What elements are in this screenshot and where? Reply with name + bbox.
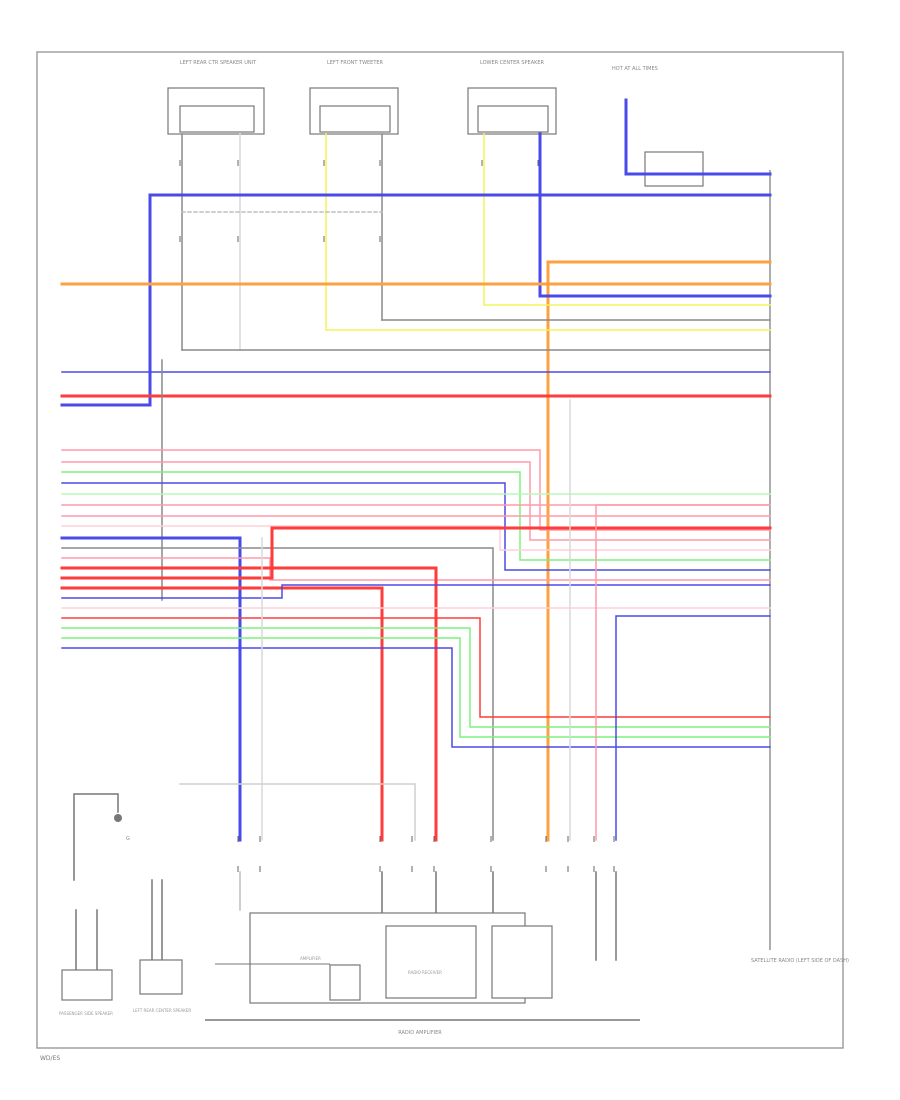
amplifier-label: AMPLIFIER — [300, 956, 321, 961]
fuse-block: HOT AT ALL TIMES — [612, 66, 704, 187]
top-left-speaker: LEFT REAR CTR SPEAKER UNIT — [167, 60, 265, 135]
radio-receiver-box: RADIO RECEIVER — [249, 912, 553, 1004]
page-id: WD/ES — [40, 1055, 60, 1062]
right-connector-label: SATELLITE RADIO (LEFT SIDE OF DASH) — [751, 958, 849, 964]
top-mid-speaker: LEFT FRONT TWEETER — [309, 60, 399, 135]
connector-pins — [179, 160, 615, 872]
bottom-left-speaker-label: PASSENGER SIDE SPEAKER — [59, 1011, 113, 1016]
horizontal-wires — [60, 193, 772, 842]
amplifier-block: AMPLIFIER RADIO AMPLIFIER — [205, 956, 640, 1036]
top-right-speaker-label: LOWER CENTER SPEAKER — [480, 60, 545, 66]
speaker-drop-wires — [181, 98, 772, 351]
fuse-block-label: HOT AT ALL TIMES — [612, 66, 658, 72]
bottom-ground: G — [73, 793, 130, 881]
bottom-left-speaker: PASSENGER SIDE SPEAKER — [59, 909, 113, 1016]
radio-receiver-label: RADIO RECEIVER — [408, 970, 442, 975]
top-mid-speaker-label: LEFT FRONT TWEETER — [327, 60, 384, 66]
top-left-speaker-label: LEFT REAR CTR SPEAKER UNIT — [180, 60, 257, 66]
bottom-label: RADIO AMPLIFIER — [398, 1030, 442, 1036]
bottom-ground-label: G — [126, 836, 130, 842]
top-right-speaker: LOWER CENTER SPEAKER — [467, 60, 557, 135]
bottom-mid-speaker-label: LEFT REAR CENTER SPEAKER — [133, 1008, 191, 1013]
bottom-mid-speaker: LEFT REAR CENTER SPEAKER — [133, 879, 191, 1013]
